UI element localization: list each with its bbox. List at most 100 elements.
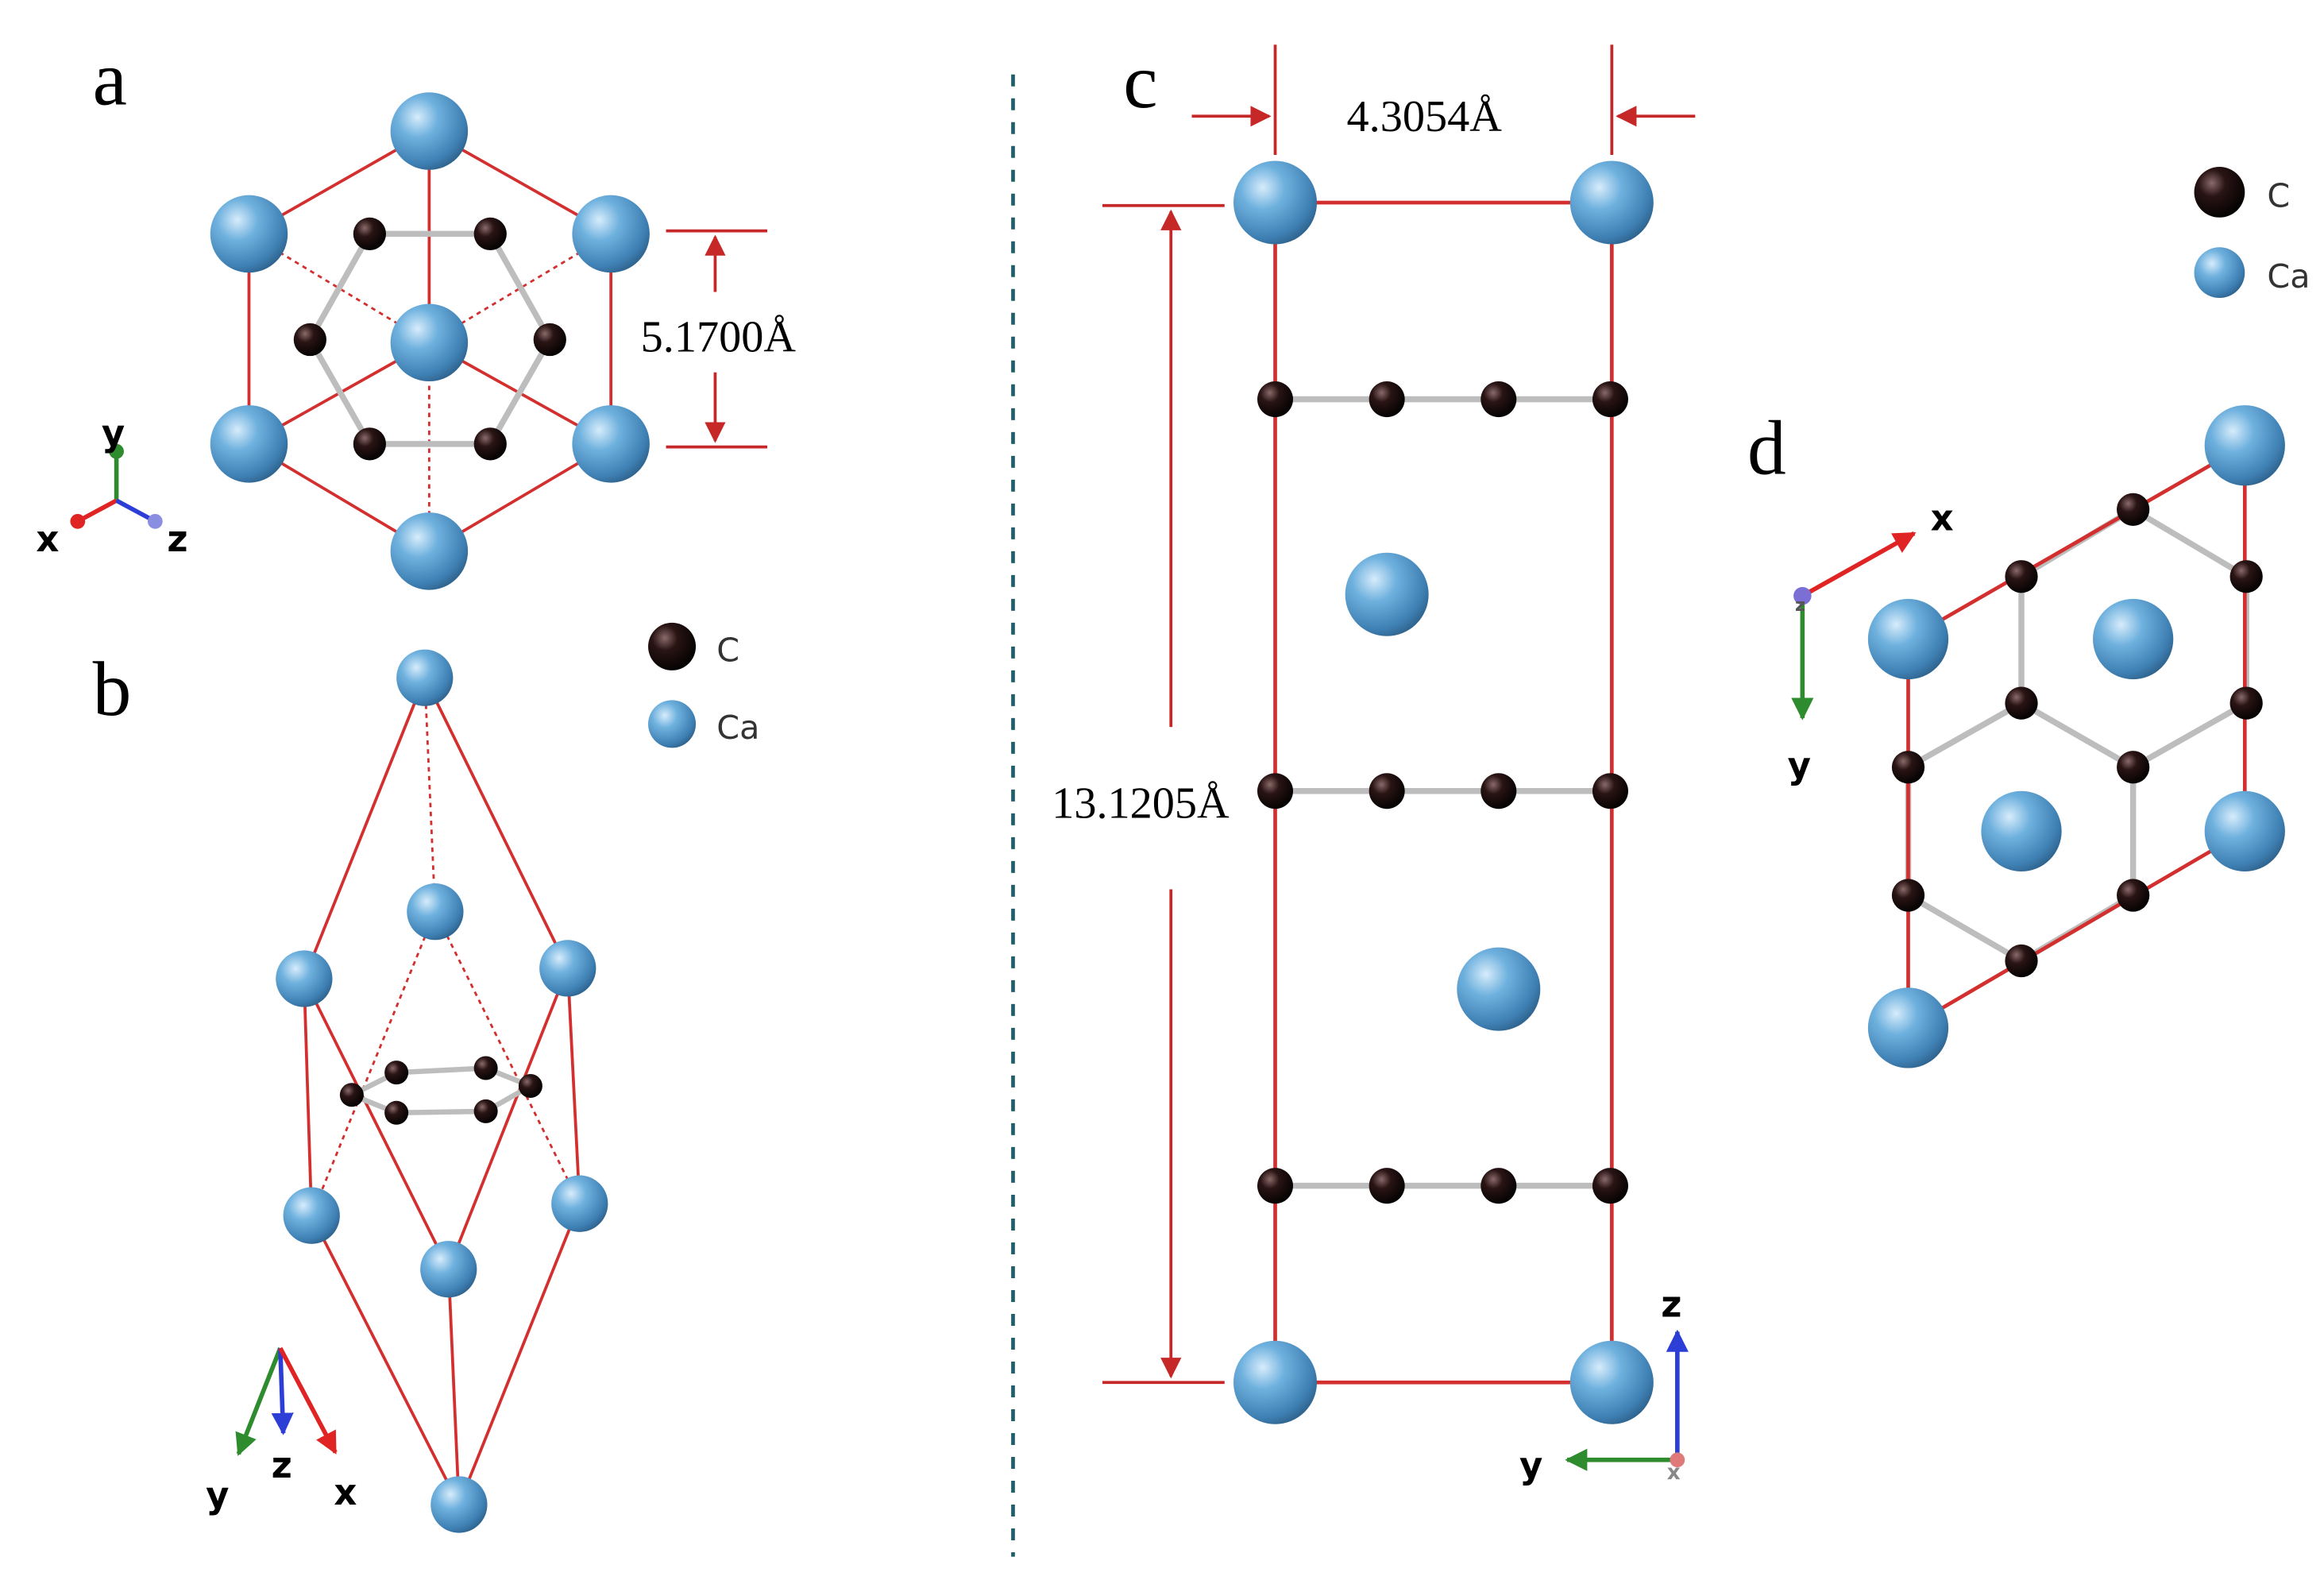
c-atom	[2229, 686, 2263, 720]
panel-b-c-bonds	[345, 1065, 537, 1116]
c-atom	[1369, 381, 1405, 418]
panel-a-c-atoms	[293, 217, 566, 461]
legend-c-swatch	[648, 622, 697, 670]
panel-b: b	[93, 647, 608, 1533]
panel-a-ca-atoms	[210, 92, 650, 590]
panel-c-height-dimension	[1102, 203, 1225, 1385]
legend-ca-label: Ca	[716, 709, 759, 747]
c-atom	[339, 1083, 364, 1107]
ca-atom	[2204, 405, 2285, 486]
axis-z-label: z	[1661, 1284, 1681, 1326]
panel-d-label: d	[1747, 405, 1786, 491]
panel-d-c-bonds	[1905, 507, 2249, 964]
panel-b-ca-atoms	[276, 649, 608, 1533]
c-atom	[2117, 493, 2150, 526]
c-atom	[384, 1061, 409, 1085]
ca-atom	[539, 940, 596, 997]
panel-c-width-label: 4.3054Å	[1347, 92, 1503, 141]
panel-c-width-dimension	[1191, 44, 1696, 156]
c-atom	[473, 1099, 498, 1123]
panel-a-dimension	[666, 229, 768, 449]
panel-b-cell-edges	[302, 677, 581, 1505]
c-atom	[2005, 686, 2038, 720]
axis-y-label: y	[206, 1474, 229, 1517]
c-atom	[1369, 773, 1405, 809]
c-atom	[1480, 381, 1517, 418]
c-atom	[1891, 751, 1925, 784]
panel-b-label: b	[93, 647, 132, 732]
ca-atom	[1457, 947, 1541, 1031]
legend-c-swatch	[2194, 167, 2245, 218]
panel-d-ca-atoms	[1867, 405, 2285, 1068]
c-atom	[1592, 773, 1628, 809]
c-atom	[473, 217, 507, 251]
c-atom	[473, 427, 507, 461]
panel-a-axes: y x z	[36, 412, 187, 560]
ca-atom	[276, 950, 333, 1007]
axis-z-label: z	[272, 1444, 292, 1486]
c-atom	[384, 1100, 409, 1125]
c-atom	[2005, 560, 2038, 593]
ca-atom	[2093, 598, 2174, 680]
axis-y-label: y	[1519, 1444, 1542, 1486]
ca-atom	[1233, 1340, 1318, 1424]
legend-left: C Ca	[648, 622, 759, 748]
c-atom	[353, 427, 387, 461]
panel-c-height-label: 13.1205Å	[1052, 779, 1230, 829]
ca-atom	[407, 883, 464, 941]
axis-x-label: x	[36, 518, 59, 560]
c-atom	[1891, 879, 1925, 912]
c-atom	[1257, 1168, 1294, 1204]
axis-y-label: y	[1788, 744, 1811, 786]
panel-b-c-atoms	[339, 1056, 542, 1125]
panel-c: c	[1052, 39, 1696, 1486]
panel-d-c-atoms	[1891, 493, 2263, 978]
panel-b-axes: y z x	[206, 1347, 357, 1517]
legend-right: C Ca	[2194, 167, 2310, 299]
ca-atom	[430, 1476, 488, 1533]
c-atom	[2117, 879, 2150, 912]
ca-atom	[396, 649, 454, 706]
ca-atom	[210, 405, 288, 483]
axis-x-label: x	[1667, 1461, 1681, 1485]
ca-atom	[572, 195, 650, 273]
ca-atom	[572, 405, 650, 483]
panel-c-c-bonds	[1275, 396, 1612, 1189]
legend-ca-swatch	[648, 700, 697, 748]
ca-atom	[1867, 598, 1949, 680]
panel-c-label: c	[1123, 39, 1157, 125]
ca-atom	[420, 1241, 477, 1298]
ca-atom	[1233, 160, 1318, 245]
panel-c-ca-atoms	[1233, 160, 1654, 1424]
panel-d-axes: x y z	[1788, 497, 1954, 786]
c-atom	[2229, 560, 2263, 593]
c-atom	[1257, 773, 1294, 809]
ca-atom	[1569, 160, 1654, 245]
c-atom	[473, 1056, 498, 1080]
ca-atom	[390, 512, 469, 590]
axis-z-label: z	[1795, 595, 1805, 616]
panel-a-label: a	[93, 36, 127, 122]
panel-a-dimension-label: 5.1700Å	[641, 313, 797, 362]
c-atom	[2005, 944, 2038, 978]
legend-c-label: C	[2267, 177, 2290, 215]
axis-z-label: z	[167, 518, 187, 560]
legend-ca-label: Ca	[2267, 257, 2310, 296]
panel-c-c-atoms	[1257, 381, 1628, 1204]
ca-atom	[1345, 552, 1429, 636]
ca-atom	[210, 195, 288, 273]
c-atom	[2117, 751, 2150, 784]
c-atom	[1592, 381, 1628, 418]
axis-y-label: y	[102, 412, 125, 454]
panel-d: d	[1747, 405, 2285, 1068]
c-atom	[1480, 1168, 1517, 1204]
ca-atom	[390, 92, 469, 170]
c-atom	[1369, 1168, 1405, 1204]
ca-atom	[551, 1175, 608, 1232]
ca-atom	[1569, 1340, 1654, 1424]
c-atom	[533, 323, 566, 357]
c-atom	[293, 323, 326, 357]
ca-atom	[1867, 987, 1949, 1068]
c-atom	[1480, 773, 1517, 809]
axis-x-label: x	[334, 1471, 357, 1513]
